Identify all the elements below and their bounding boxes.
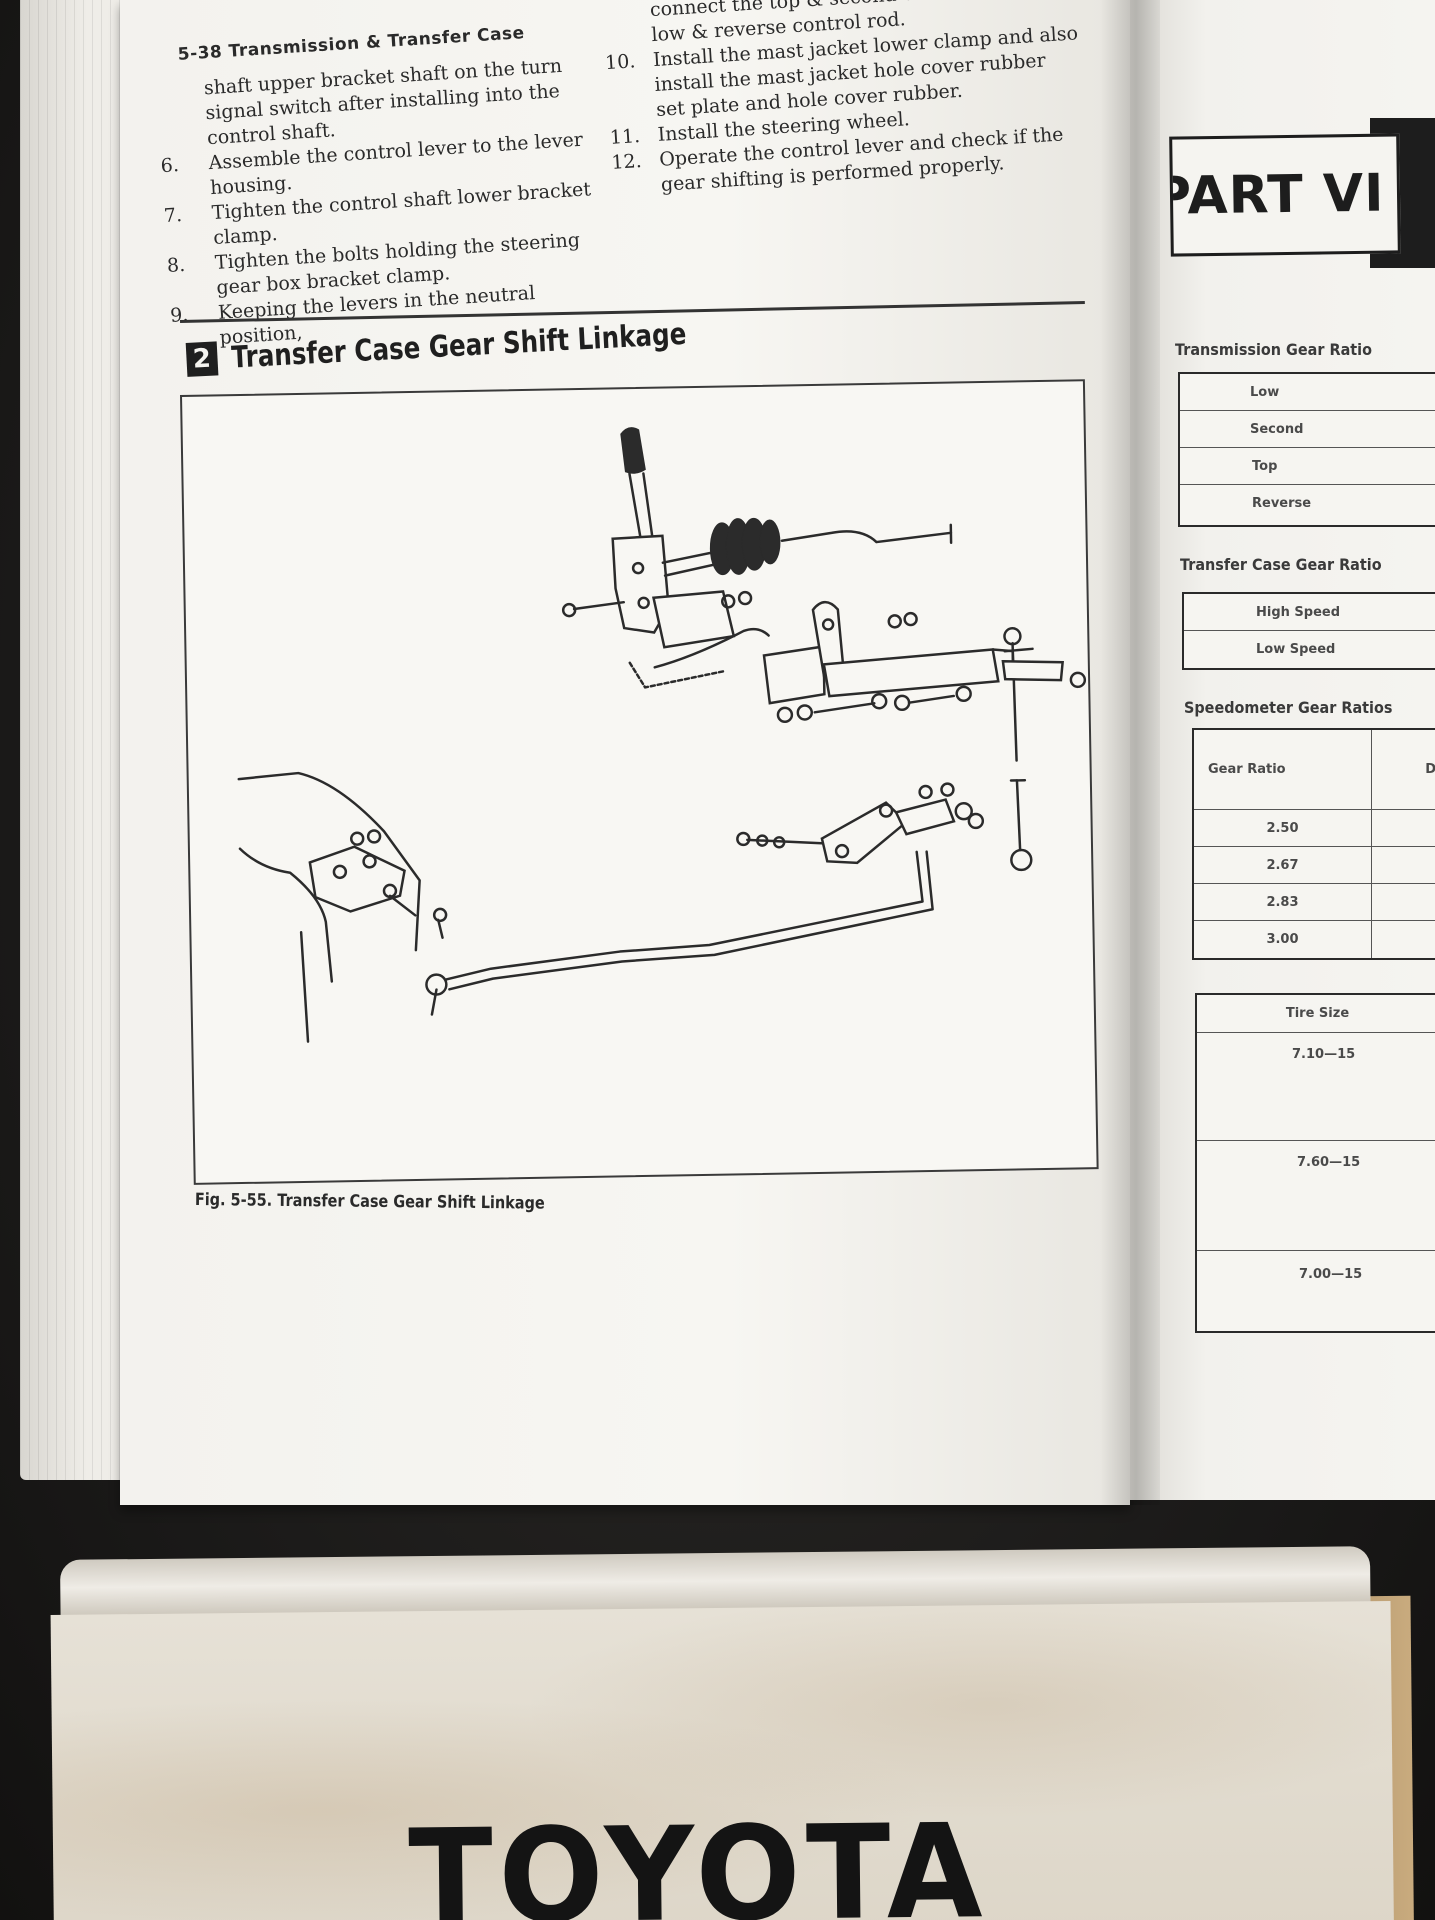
column-header: D (1372, 730, 1435, 810)
table-row: High Speed (1184, 594, 1435, 631)
table-row: 7.60—15 (1197, 1141, 1435, 1251)
vertical-rod (1009, 779, 1033, 872)
table-cell (1372, 884, 1435, 921)
table-cell (1372, 847, 1435, 884)
toyota-manual: TOYOTA (50, 1546, 1414, 1920)
transfer-heading: Transfer Case Gear Ratio (1180, 555, 1382, 574)
left-text-column: shaft upper bracket shaft on the turn si… (160, 51, 625, 352)
section-title: Transfer Case Gear Shift Linkage (230, 316, 687, 376)
section-number-badge: 2 (185, 341, 219, 377)
transfer-table: High Speed Low Speed (1182, 592, 1435, 670)
speedometer-heading: Speedometer Gear Ratios (1184, 698, 1393, 717)
column-header: Gear Ratio (1194, 730, 1371, 810)
table-cell: 3.00 (1266, 931, 1299, 947)
table-row: 7.10—15 (1197, 1033, 1435, 1141)
second-column: D (1372, 730, 1435, 958)
cover-title: TOYOTA (407, 1795, 989, 1920)
column-header: Tire Size (1197, 995, 1435, 1033)
transmission-table: Low Second Top Reverse (1178, 372, 1435, 527)
lever-bracket (628, 590, 770, 689)
linkage-figure (180, 379, 1099, 1185)
table-cell: 2.50 (1194, 810, 1371, 847)
bolts (776, 685, 972, 724)
table-row: Reverse (1252, 496, 1312, 511)
part-label: PART VI (1169, 163, 1385, 227)
transfer-case-housing (237, 771, 421, 1043)
table-row: Low (1180, 374, 1435, 411)
table-row: Top (1180, 448, 1435, 485)
lower-linkage (736, 782, 985, 865)
linkage-drawing (237, 427, 1087, 1043)
table-cell: 2.83 (1194, 884, 1371, 921)
table-row: Second (1180, 411, 1435, 448)
middle-bracket (762, 600, 1087, 762)
gear-ratio-column: Gear Ratio 2.50 2.67 2.83 3.00 (1194, 730, 1372, 958)
rubber-boot (661, 517, 953, 577)
table-cell (1372, 810, 1435, 847)
book-gutter (1100, 0, 1160, 1505)
table-cell (1372, 921, 1435, 957)
speedometer-table: Gear Ratio 2.50 2.67 2.83 3.00 D (1192, 728, 1435, 960)
table-row: 7.00—15 (1299, 1267, 1363, 1282)
instruction-text-block: 5-38 Transmission & Transfer Case shaft … (160, 0, 1114, 349)
table-cell: 2.67 (1194, 847, 1371, 884)
table-row: Low Speed (1256, 642, 1336, 657)
shift-lever (561, 427, 670, 634)
tire-size-table: Tire Size 7.10—15 7.60—15 7.00—15 (1195, 993, 1435, 1333)
right-text-column: connect the top & second control rod and… (604, 0, 1087, 199)
transmission-heading: Transmission Gear Ratio (1175, 340, 1373, 359)
part-label-box: PART VI (1169, 133, 1401, 257)
transfer-rod (425, 850, 934, 1016)
